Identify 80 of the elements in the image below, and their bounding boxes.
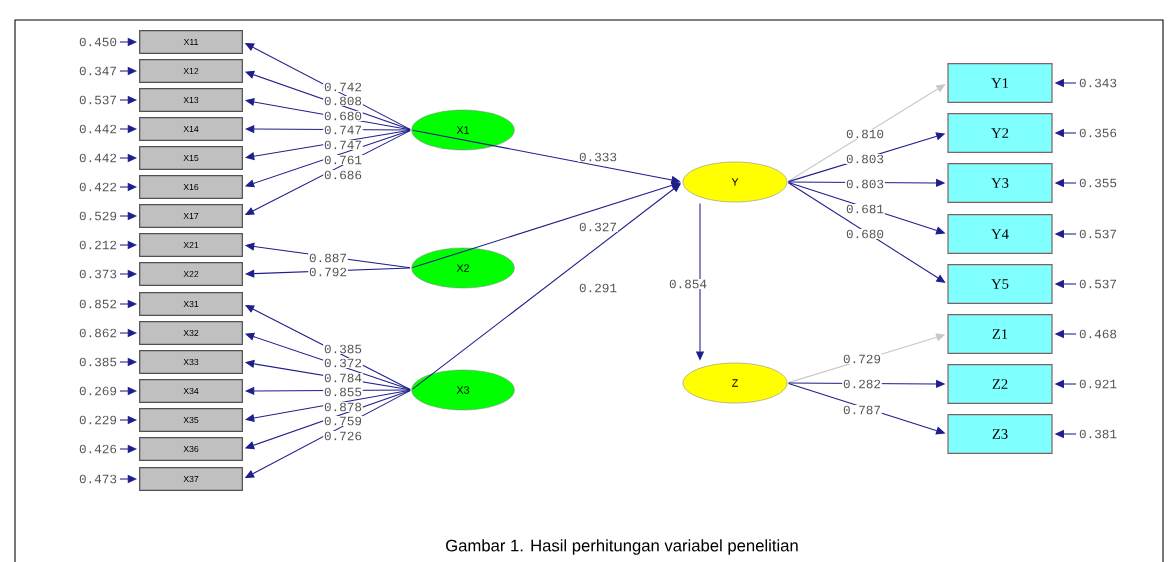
edge-label: 0.808 xyxy=(323,95,363,107)
error-value: 0.343 xyxy=(1079,78,1117,88)
indicator-box: Y3 xyxy=(947,163,1053,203)
indicator-box: X36 xyxy=(139,437,243,461)
path-arrow xyxy=(787,182,946,283)
error-value: 0.229 xyxy=(79,415,117,425)
edge-label: 0.291 xyxy=(578,282,618,294)
path-arrow xyxy=(787,84,946,182)
indicator-box: X33 xyxy=(139,350,243,374)
error-value: 0.862 xyxy=(79,328,117,338)
path-arrow xyxy=(412,181,681,269)
indicator-box: X14 xyxy=(139,117,243,141)
error-value: 0.385 xyxy=(79,357,117,367)
error-value: 0.269 xyxy=(79,386,117,396)
indicator-box: Z3 xyxy=(947,414,1053,454)
indicator-box: X37 xyxy=(139,467,243,491)
edge-label: 0.803 xyxy=(845,153,885,165)
indicator-box: X32 xyxy=(139,321,243,345)
error-value: 0.355 xyxy=(1079,178,1117,188)
error-value: 0.852 xyxy=(79,299,117,309)
edge-label: 0.854 xyxy=(668,278,708,290)
edge-label: 0.803 xyxy=(845,178,885,190)
indicator-box: Y2 xyxy=(947,113,1053,153)
error-value: 0.373 xyxy=(79,269,117,279)
edge-label: 0.372 xyxy=(323,357,363,369)
indicator-box: X35 xyxy=(139,408,243,432)
edge-label: 0.784 xyxy=(323,372,363,384)
indicator-box: X15 xyxy=(139,146,243,170)
edge-label: 0.810 xyxy=(845,128,885,140)
indicator-box: Y5 xyxy=(947,264,1053,304)
indicator-box: Y1 xyxy=(947,63,1053,103)
indicator-box: X21 xyxy=(139,233,243,257)
error-value: 0.921 xyxy=(1079,379,1117,389)
indicator-box: X11 xyxy=(139,30,243,54)
indicator-box: X17 xyxy=(139,204,243,228)
edge-label: 0.855 xyxy=(323,386,363,398)
error-value: 0.422 xyxy=(79,182,117,192)
error-value: 0.537 xyxy=(1079,279,1116,289)
error-value: 0.381 xyxy=(1079,429,1117,439)
edge-label: 0.747 xyxy=(323,124,363,136)
edge-label: 0.282 xyxy=(842,378,882,390)
error-value: 0.442 xyxy=(79,124,117,134)
edge-label: 0.742 xyxy=(323,81,363,93)
edge-label: 0.787 xyxy=(842,404,882,416)
indicator-box: Y4 xyxy=(947,214,1053,254)
error-value: 0.356 xyxy=(1079,128,1117,138)
edge-label: 0.385 xyxy=(323,343,363,355)
error-value: 0.212 xyxy=(79,240,117,250)
error-value: 0.473 xyxy=(79,474,117,484)
edge-label: 0.327 xyxy=(578,221,618,233)
edge-label: 0.887 xyxy=(308,252,348,264)
edge-label: 0.729 xyxy=(842,353,882,365)
indicator-box: X13 xyxy=(139,88,243,112)
indicator-box: X31 xyxy=(139,292,243,316)
caption: Gambar 1. Hasil perhitungan variabel penelitian xyxy=(446,539,798,555)
edge-label: 0.333 xyxy=(578,151,618,163)
edge-label: 0.681 xyxy=(845,203,885,215)
edge-label: 0.878 xyxy=(323,401,363,413)
edge-label: 0.747 xyxy=(323,139,363,151)
indicator-box: X34 xyxy=(139,379,243,403)
indicator-box: X12 xyxy=(139,59,243,83)
edge-label: 0.726 xyxy=(323,430,363,442)
error-value: 0.347 xyxy=(79,66,116,76)
error-value: 0.537 xyxy=(1079,229,1116,239)
edge-label: 0.680 xyxy=(845,228,885,240)
indicator-box: Z1 xyxy=(947,314,1053,354)
edge-label: 0.686 xyxy=(323,169,363,181)
edge-label: 0.759 xyxy=(323,415,363,427)
indicator-box: X16 xyxy=(139,175,243,199)
edge-label: 0.680 xyxy=(323,110,363,122)
edge-label: 0.792 xyxy=(308,266,348,278)
error-value: 0.468 xyxy=(1079,329,1117,339)
indicator-box: Z2 xyxy=(947,364,1053,404)
edge-label: 0.761 xyxy=(323,154,363,166)
error-value: 0.426 xyxy=(79,444,117,454)
error-value: 0.529 xyxy=(79,211,117,221)
error-value: 0.537 xyxy=(79,95,116,105)
indicator-box: X22 xyxy=(139,262,243,286)
error-value: 0.442 xyxy=(79,153,117,163)
error-value: 0.450 xyxy=(79,37,117,47)
